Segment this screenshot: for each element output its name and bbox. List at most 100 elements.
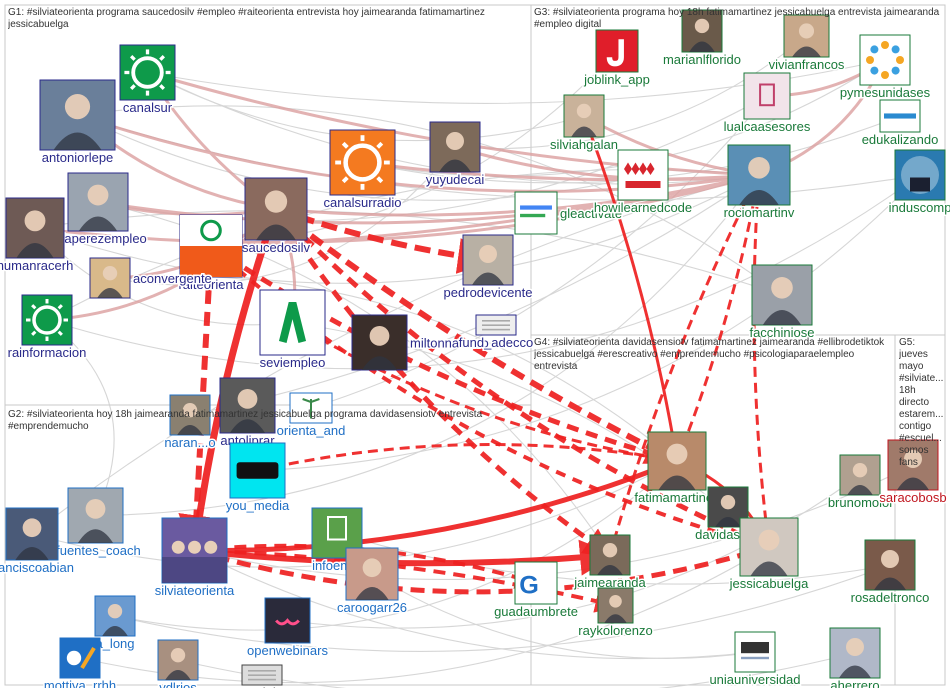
node-gleactivate[interactable]: gleactivate: [514, 191, 624, 235]
person-photo-glyph: [762, 277, 802, 325]
node-openwebinars[interactable]: openwebinars: [246, 597, 330, 660]
node-orienta_and[interactable]: orienta_and: [275, 392, 347, 440]
edge-raiteorienta-silviateorienta: [178, 245, 215, 557]
node-label: pymesunidases: [840, 85, 931, 100]
node-label: Guadalup: [234, 685, 290, 688]
node-rosadeltronco[interactable]: rosadeltronco: [849, 539, 931, 607]
node-fund_adecco[interactable]: fund_adecco: [457, 314, 535, 352]
edge-humanracerh-rociomartinv: [34, 174, 760, 284]
node-saucedosilv[interactable]: saucedosilv: [241, 177, 312, 257]
node-label: caroogarr26: [337, 600, 407, 615]
node-label: raykolorenzo: [578, 623, 652, 638]
node-fatimamartinez[interactable]: fatimamartinez: [633, 431, 721, 507]
node-label: seviempleo: [260, 355, 326, 370]
edge-silviateorienta-uniauniversidad: [194, 550, 757, 660]
node-antoniorlepe[interactable]: antoniorlepe: [39, 79, 116, 167]
node-vivianfrancos[interactable]: vivianfrancos: [767, 14, 846, 74]
edge-silviateorienta-jaimearanda: [194, 539, 616, 576]
node-naranjo[interactable]: naran...o: [163, 394, 217, 452]
infoempleo-logo-glyph: [327, 516, 347, 541]
person-photo-glyph: [15, 518, 49, 560]
node-caroogarr26[interactable]: caroogarr26: [335, 547, 409, 617]
node-rainformacion[interactable]: rainformacion: [6, 294, 88, 362]
node-a_long[interactable]: a_long: [94, 595, 136, 653]
node-jlfuentes_coach[interactable]: jlfuentes_coach: [48, 487, 142, 560]
node-saracobosb[interactable]: saracobosb: [878, 439, 948, 507]
node-label: induscomp: [889, 200, 950, 215]
person-photo-glyph: [177, 403, 203, 435]
node-miltonnavarro[interactable]: miltonnavarro: [351, 314, 490, 371]
orienta-logo-glyph: [302, 398, 320, 419]
node-raiteorienta[interactable]: raiteorienta: [177, 214, 246, 294]
edge-rafaperezempleo-jaimearanda: [97, 201, 611, 556]
node-humanracerh[interactable]: humanracerh: [0, 197, 75, 275]
node-marianlflorido[interactable]: marianlflorido: [661, 9, 743, 69]
node-franciscoabian[interactable]: franciscoabian: [0, 507, 75, 577]
node-label: marianlflorido: [663, 52, 741, 67]
node-aherrero[interactable]: aherrero: [829, 627, 881, 688]
node-joblink_app[interactable]: joblink_app: [582, 29, 651, 89]
person-photo-glyph: [897, 450, 929, 490]
you-logo-glyph: [236, 462, 279, 479]
node-rociomartinv[interactable]: rociomartinv: [722, 144, 796, 222]
node-label: edukalizando: [862, 132, 939, 147]
google-activate-logo-icon: [514, 191, 558, 235]
person-photo-glyph: [658, 443, 696, 490]
hilcode-logo-glyph: [624, 162, 661, 188]
node-rafaperezempleo[interactable]: rafaperezempleo: [48, 172, 148, 248]
node-label: facchiniose: [749, 325, 814, 340]
node-you_media[interactable]: you_media: [224, 442, 292, 515]
node-canalsurradio[interactable]: canalsurradio: [322, 129, 403, 212]
node-uniauniversidad[interactable]: uniauniversidad: [708, 631, 802, 688]
node-brunomoloi[interactable]: brunomoloi: [826, 454, 894, 512]
group-title-g4: G4: #silviateorienta davidasensiotv fati…: [534, 337, 885, 372]
edge-silviateorienta-jessicabuelga: [193, 539, 774, 595]
node-guadalupe[interactable]: Guadalup: [232, 664, 292, 688]
node-pedrodevicente[interactable]: pedrodevicente: [442, 234, 534, 302]
umbrete-logo-icon: [514, 561, 558, 605]
node-canalsur[interactable]: canalsur: [119, 44, 176, 117]
node-label: humanracerh: [0, 258, 73, 273]
node-mottiva_rrhh[interactable]: mottiva_rrhh: [42, 637, 118, 688]
person-photo-glyph: [53, 94, 102, 150]
pymes-logo-glyph: [866, 41, 904, 79]
node-label: canalsur: [123, 100, 173, 115]
svg-text:G: G: [519, 572, 539, 600]
nodes-layer: antoniorlepe canalsur canalsurradio yuyudec…: [0, 9, 950, 688]
node-label: jlfuentes_coach: [49, 543, 140, 558]
person-photo-glyph: [472, 245, 504, 285]
edge-caroogarr26-uniauniversidad: [371, 573, 757, 659]
node-jessicabuelga[interactable]: jessicabuelga: [727, 517, 811, 593]
mottiva-logo-glyph: [66, 646, 96, 670]
person-photo-glyph: [839, 638, 871, 678]
node-lualcaasesores[interactable]: lualcaasesores: [722, 72, 812, 136]
node-label: canalsurradio: [323, 195, 401, 210]
node-raykolorenzo[interactable]: raykolorenzo: [577, 587, 654, 640]
node-induscomp[interactable]: induscomp: [887, 149, 950, 217]
node-label: lualcaasesores: [724, 119, 811, 134]
node-howilearnedcode[interactable]: howilearnedcode: [592, 149, 694, 217]
node-vdlrios[interactable]: vdlrios: [157, 639, 199, 688]
node-silviateorienta[interactable]: silviateorienta: [153, 517, 237, 600]
document-thumb-glyph: [248, 670, 276, 681]
node-pymesunidases[interactable]: pymesunidases: [838, 34, 932, 102]
lualca-logo-icon: [743, 72, 791, 120]
canalsur-logo-glyph: [26, 299, 68, 341]
node-label: silviahgalan: [550, 137, 618, 152]
umbrete-logo-glyph: G: [519, 572, 539, 600]
node-label: howilearnedcode: [594, 200, 692, 215]
node-seviempleo[interactable]: seviempleo: [258, 289, 327, 372]
rai-logo-glyph: [180, 215, 242, 277]
node-facchiniose[interactable]: facchiniose: [748, 264, 816, 342]
node-label: brunomoloi: [828, 495, 892, 510]
node-edukalizando[interactable]: edukalizando: [860, 99, 940, 149]
person-photo-glyph: [355, 558, 389, 600]
edge-silviateorienta-saracobosb: [194, 464, 914, 580]
group-title-g2: G2: #silviateorienta hoy 18h jaimearanda…: [8, 409, 483, 432]
node-yuyudecai[interactable]: yuyudecai: [424, 121, 486, 189]
node-jaimearanda[interactable]: jaimearanda: [572, 534, 648, 592]
node-aconvergente[interactable]: aconvergente: [89, 257, 213, 299]
node-silviahgalan[interactable]: silviahgalan: [549, 94, 619, 154]
